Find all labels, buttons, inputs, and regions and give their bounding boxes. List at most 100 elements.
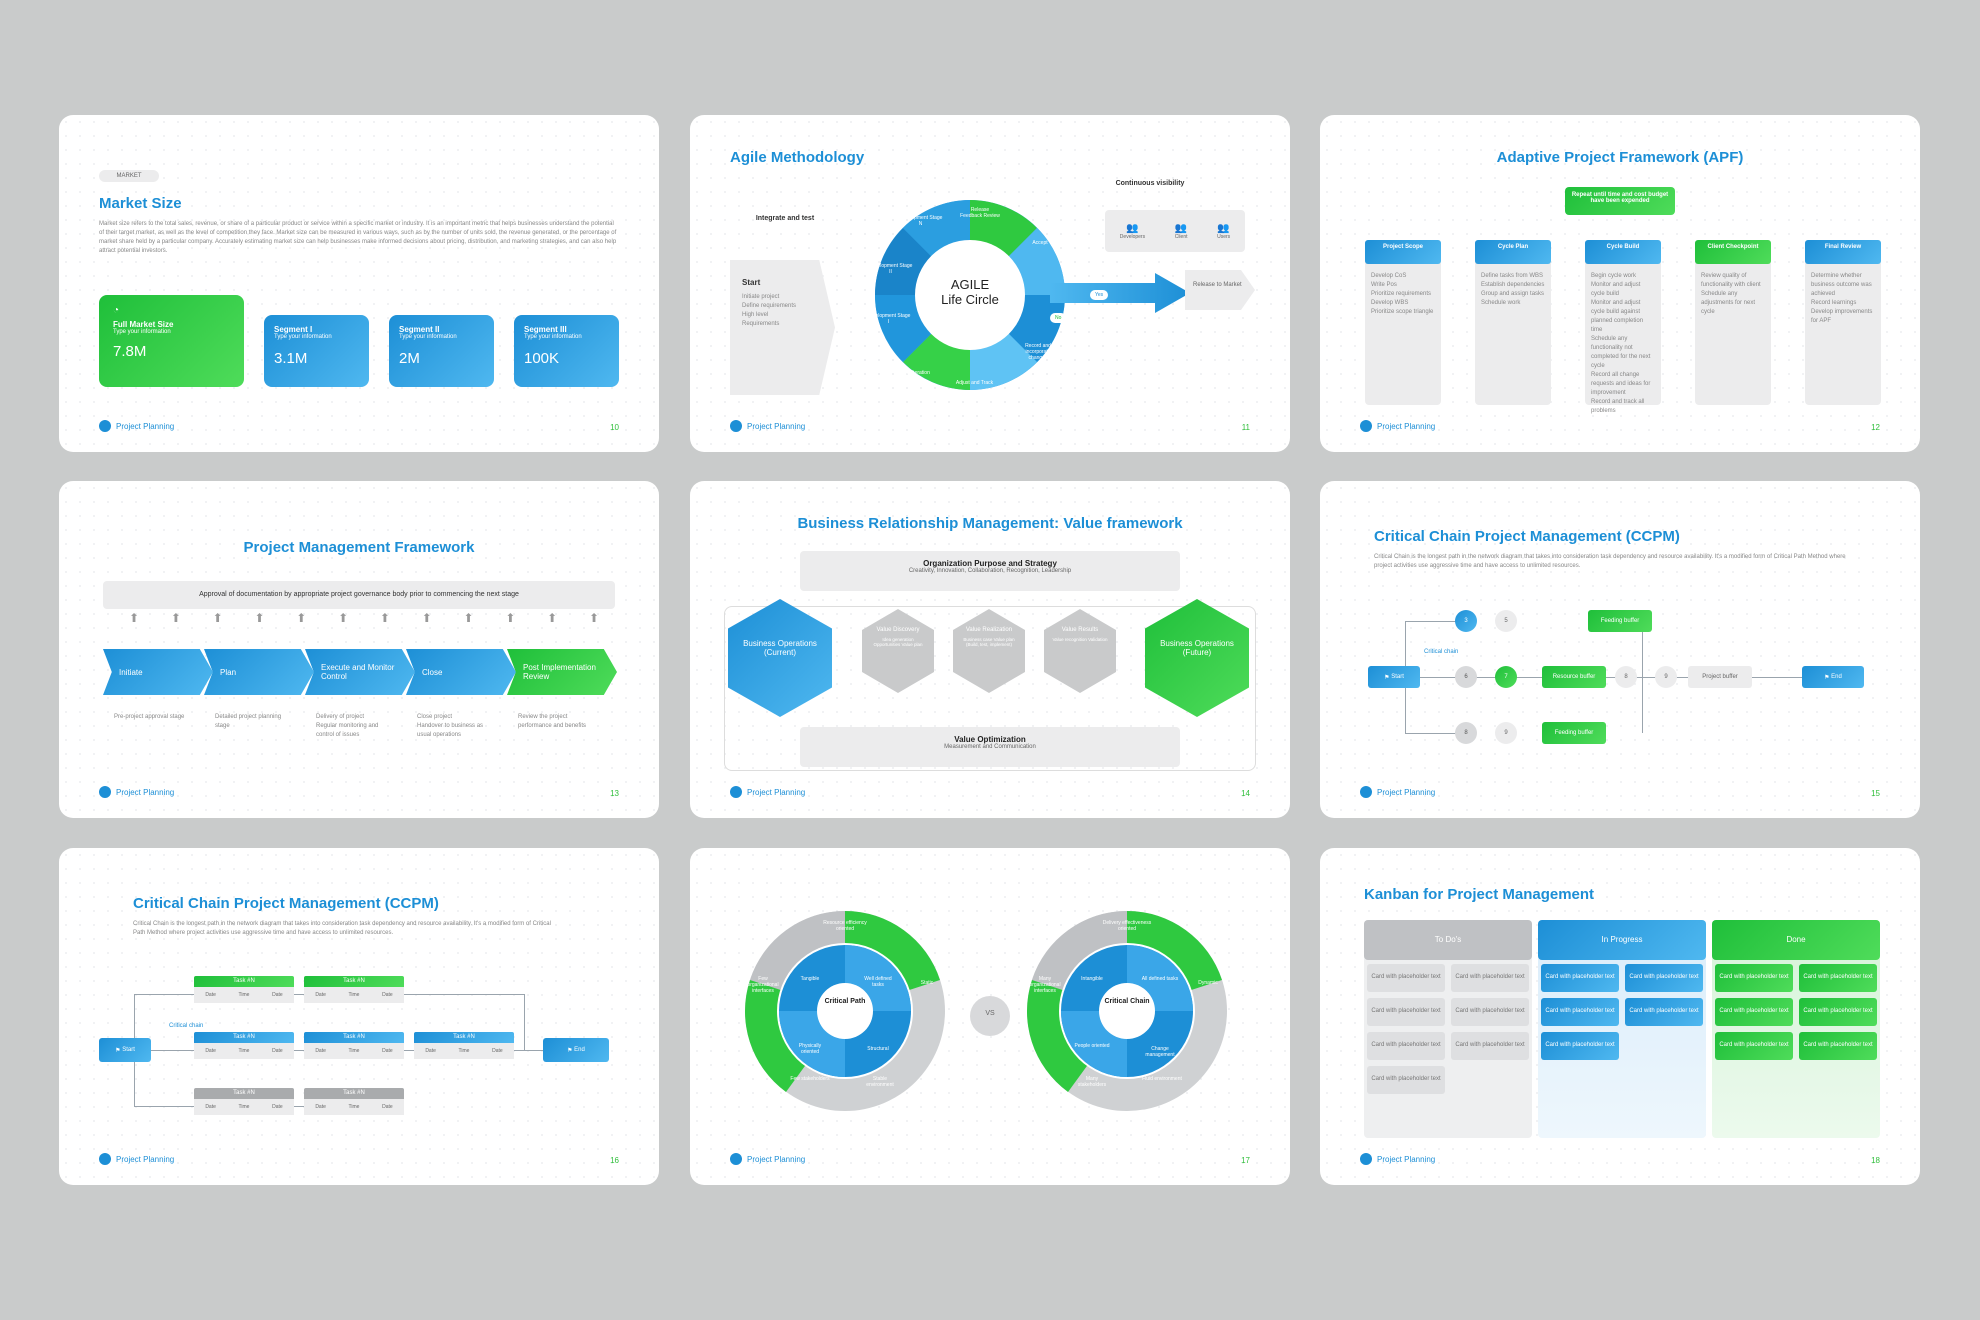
- arrow-up-icon: ⬆: [463, 611, 474, 625]
- kanban-card[interactable]: Card with placeholder text: [1715, 964, 1793, 992]
- body-text: Market size refers to the total sales, r…: [99, 221, 617, 254]
- arrow-up-icon: ⬆: [338, 611, 349, 625]
- people-item: 👥Client: [1175, 223, 1188, 240]
- connector: [524, 994, 525, 1050]
- kanban-card[interactable]: Card with placeholder text: [1541, 1032, 1619, 1060]
- segment-label: Development Stage N: [898, 215, 943, 227]
- kanban-card[interactable]: Card with placeholder text: [1451, 1032, 1529, 1060]
- slide-pm-framework[interactable]: Project Management Framework Approval of…: [59, 481, 659, 818]
- wheel-center: [915, 240, 1025, 350]
- task-cell: Date: [205, 1104, 216, 1110]
- kanban-card[interactable]: Card with placeholder text: [1451, 964, 1529, 992]
- kanban-card[interactable]: Card with placeholder text: [1367, 1032, 1445, 1060]
- task-title: Task #N: [194, 976, 294, 987]
- kanban-card[interactable]: Card with placeholder text: [1715, 1032, 1793, 1060]
- slide-critical-compare[interactable]: Critical Path Tangible Well defined task…: [690, 848, 1290, 1185]
- start-item: High level: [742, 312, 769, 318]
- slide-ccpm-tasks[interactable]: Critical Chain Project Management (CCPM)…: [59, 848, 659, 1185]
- value-hex-sub: Value recognition Validation: [1052, 637, 1108, 642]
- task-cell: Date: [205, 992, 216, 998]
- wheel-center-label: Critical Chain: [1104, 998, 1150, 1005]
- kanban-card[interactable]: Card with placeholder text: [1799, 964, 1877, 992]
- outer-label: Dynamic: [1198, 980, 1218, 986]
- footer-label: Project Planning: [747, 787, 806, 797]
- outer-label: Static: [920, 980, 934, 986]
- chain-node: 5: [1495, 610, 1517, 632]
- people-label: Client: [1174, 233, 1188, 240]
- page-number: 12: [1871, 423, 1880, 432]
- arrow-up-icon: ⬆: [296, 611, 307, 625]
- slide-ccpm-network[interactable]: Critical Chain Project Management (CCPM)…: [1320, 481, 1920, 818]
- kanban-card[interactable]: Card with placeholder text: [1625, 964, 1703, 992]
- slide-market-size[interactable]: MARKET Market Size Market size refers to…: [59, 115, 659, 452]
- slide-kanban[interactable]: Kanban for Project Management To Do's Ca…: [1320, 848, 1920, 1185]
- apf-item: Record learnings: [1811, 300, 1857, 306]
- people-panel: 👥Developers 👥Client 👥Users: [1105, 210, 1245, 252]
- slide-agile[interactable]: Agile Methodology Start Initiate project…: [690, 115, 1290, 452]
- segment-label: Record and incorporate changes: [1025, 343, 1051, 361]
- task-cell: Time: [238, 1104, 250, 1110]
- chain-node: 8: [1455, 722, 1477, 744]
- task-title: Task #N: [304, 1088, 404, 1099]
- critical-chain-label: Critical chain: [169, 1023, 204, 1029]
- arrow-up-icon: ⬆: [129, 611, 140, 625]
- card-label: Full Market Size: [113, 320, 174, 329]
- apf-item: Define tasks from WBS: [1481, 273, 1544, 279]
- footer-label: Project Planning: [747, 1154, 806, 1164]
- kanban-card[interactable]: Card with placeholder text: [1715, 998, 1793, 1026]
- page-number: 13: [610, 789, 619, 798]
- kanban-card[interactable]: Card with placeholder text: [1541, 964, 1619, 992]
- critical-path-wheel: [744, 911, 945, 1111]
- segment-card: Segment III Type your information 100K: [514, 315, 619, 387]
- task-cell: Date: [272, 1048, 283, 1054]
- end-label: End: [1831, 674, 1842, 680]
- value-hex-title: Value Realization: [965, 627, 1013, 633]
- kanban-card[interactable]: Card with placeholder text: [1625, 998, 1703, 1026]
- footer-label: Project Planning: [116, 421, 175, 431]
- footer: Project Planning: [1360, 786, 1435, 798]
- people-item: 👥Users: [1217, 223, 1230, 240]
- chain-node: 3: [1455, 610, 1477, 632]
- kanban-card[interactable]: Card with placeholder text: [1367, 1066, 1445, 1094]
- integrate-label: Integrate and test: [755, 215, 815, 222]
- logo-icon: [730, 1153, 742, 1165]
- task-cell: Time: [348, 1104, 360, 1110]
- page-number: 11: [1241, 423, 1250, 432]
- logo-icon: [99, 1153, 111, 1165]
- kanban-card[interactable]: Card with placeholder text: [1367, 998, 1445, 1026]
- kanban-card[interactable]: Card with placeholder text: [1541, 998, 1619, 1026]
- approval-banner: Approval of documentation by appropriate…: [103, 581, 615, 609]
- slide-brm[interactable]: Business Relationship Management: Value …: [690, 481, 1290, 818]
- kanban-card[interactable]: Card with placeholder text: [1367, 964, 1445, 992]
- slide-title: Critical Chain Project Management (CCPM): [1374, 528, 1680, 545]
- value-hex-sub: Business case Value plan (Build, test, i…: [963, 637, 1015, 647]
- inner-label: Change management: [1145, 1046, 1175, 1058]
- right-hex: Business Operations (Future): [1145, 599, 1249, 717]
- card-sub: Type your information: [113, 329, 171, 335]
- kanban-card[interactable]: Card with placeholder text: [1451, 998, 1529, 1026]
- start-node: ⚑ Start: [1368, 666, 1420, 688]
- start-panel: Start Initiate project Define requiremen…: [730, 260, 835, 395]
- footer: Project Planning: [99, 786, 174, 798]
- connector: [1405, 621, 1465, 622]
- start-label: Start: [1391, 674, 1404, 680]
- slide-title: Adaptive Project Framework (APF): [1496, 149, 1744, 166]
- kanban-card[interactable]: Card with placeholder text: [1799, 998, 1877, 1026]
- slide-title: Critical Chain Project Management (CCPM): [133, 895, 439, 912]
- note-line: Regular monitoring and control of issues: [316, 723, 379, 738]
- page-number: 10: [610, 423, 619, 432]
- brm-frame: [724, 606, 1256, 771]
- critical-chain-wheel: [1026, 911, 1227, 1111]
- footer: Project Planning: [99, 420, 174, 432]
- kanban-card[interactable]: Card with placeholder text: [1799, 1032, 1877, 1060]
- wheel-title-line: AGILE: [950, 277, 990, 292]
- outer-label: Many organizational interfaces: [1029, 976, 1061, 994]
- wheel-title: AGILE Life Circle: [920, 277, 1020, 307]
- slide-apf[interactable]: Adaptive Project Framework (APF) Repeat …: [1320, 115, 1920, 452]
- top-title: Organization Purpose and Strategy: [923, 559, 1057, 568]
- page-number: 15: [1871, 789, 1880, 798]
- apf-item: Schedule any functionality not completed…: [1591, 336, 1651, 369]
